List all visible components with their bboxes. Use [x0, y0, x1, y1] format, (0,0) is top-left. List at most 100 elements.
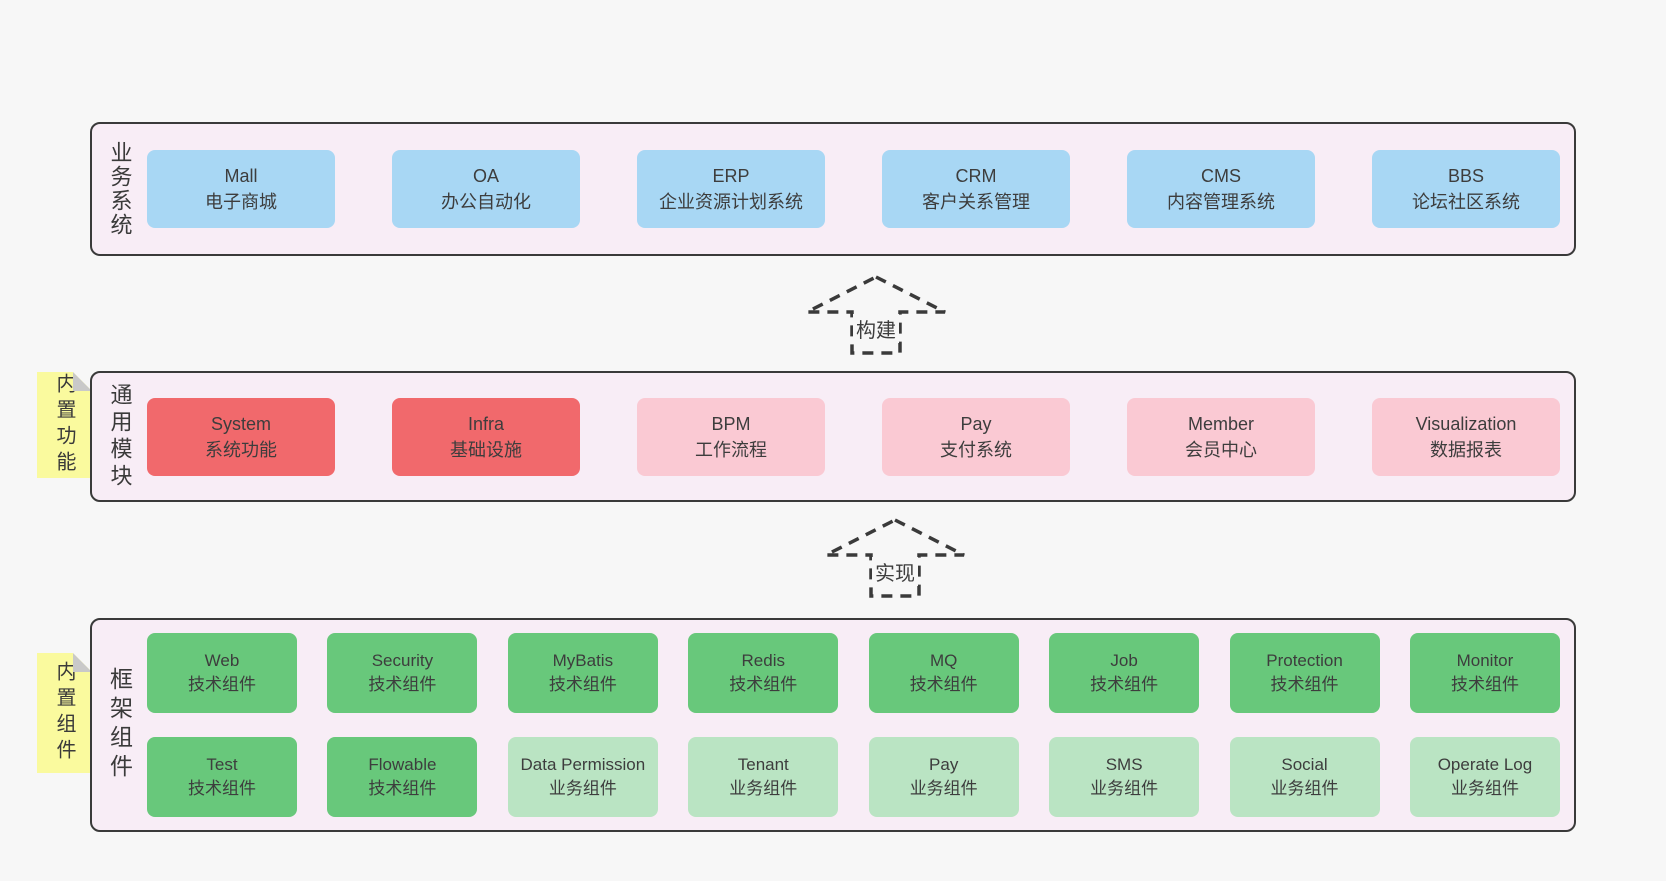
framework-components-row-2: Test 技术组件 Flowable 技术组件 Data Permission …	[147, 737, 1560, 817]
box-bbs: BBS 论坛社区系统	[1372, 150, 1560, 228]
box-monitor: Monitor 技术组件	[1409, 633, 1560, 713]
up-arrow-icon	[806, 275, 946, 355]
box-title: Pay	[929, 755, 959, 774]
box-subtitle: 技术组件	[188, 675, 256, 694]
box-title: Mall	[224, 166, 258, 186]
layer-label: 框架组件	[106, 667, 133, 783]
box-subtitle: 企业资源计划系统	[659, 192, 803, 212]
box-subtitle: 技术组件	[729, 675, 798, 694]
box-member: Member 会员中心	[1127, 397, 1315, 476]
box-subtitle: 业务组件	[729, 779, 798, 798]
box-subtitle: 基础设施	[450, 439, 522, 460]
box-redis: Redis 技术组件	[688, 633, 839, 713]
box-visualization: Visualization 数据报表	[1372, 397, 1560, 476]
box-title: Security	[371, 651, 434, 670]
box-cms: CMS 内容管理系统	[1127, 150, 1315, 228]
build-arrow-label: 构建	[853, 314, 899, 343]
box-subtitle: 技术组件	[188, 779, 256, 798]
box-title: SMS	[1105, 755, 1143, 774]
box-tenant: Tenant 业务组件	[688, 737, 839, 817]
sticky-note-text: 内置组件	[53, 661, 75, 765]
box-operate-log: Operate Log 业务组件	[1409, 737, 1560, 817]
up-arrow-icon	[825, 518, 965, 598]
framework-components-row-1: Web 技术组件 Security 技术组件 MyBatis 技术组件 Redi…	[147, 633, 1560, 713]
box-subtitle: 论坛社区系统	[1412, 192, 1520, 212]
box-protection: Protection 技术组件	[1229, 633, 1380, 713]
box-title: Tenant	[737, 755, 789, 774]
box-subtitle: 内容管理系统	[1167, 192, 1275, 212]
box-social: Social 业务组件	[1229, 737, 1380, 817]
box-subtitle: 系统功能	[205, 439, 277, 460]
box-subtitle: 业务组件	[1270, 779, 1339, 798]
box-title: BBS	[1447, 166, 1485, 186]
box-title: Infra	[467, 413, 505, 434]
box-bpm: BPM 工作流程	[637, 397, 825, 476]
box-job: Job 技术组件	[1049, 633, 1200, 713]
box-mall: Mall 电子商城	[147, 150, 335, 228]
box-pay-component: Pay 业务组件	[868, 737, 1019, 817]
box-system: System 系统功能	[147, 397, 335, 476]
box-pay-system: Pay 支付系统	[882, 397, 1070, 476]
box-subtitle: 业务组件	[1450, 779, 1519, 798]
layer-business-systems: 业务系统 Mall 电子商城 OA 办公自动化 ERP 企业资源计划系统 CRM…	[90, 122, 1576, 256]
business-systems-row: Mall 电子商城 OA 办公自动化 ERP 企业资源计划系统 CRM 客户关系…	[147, 150, 1560, 228]
build-arrow: 构建	[804, 274, 948, 356]
box-web: Web 技术组件	[147, 633, 297, 713]
box-subtitle: 技术组件	[1270, 675, 1339, 694]
box-subtitle: 支付系统	[940, 439, 1012, 460]
sticky-note-builtin-components: 内置组件	[37, 653, 92, 773]
box-sms: SMS 业务组件	[1049, 737, 1200, 817]
box-title: ERP	[712, 166, 750, 186]
box-title: BPM	[711, 413, 751, 434]
box-subtitle: 会员中心	[1185, 439, 1257, 460]
implement-arrow-label: 实现	[872, 557, 918, 586]
box-title: CMS	[1201, 166, 1241, 186]
box-title: System	[210, 413, 271, 434]
box-title: Flowable	[368, 755, 437, 774]
box-title: Visualization	[1415, 413, 1517, 434]
box-mq: MQ 技术组件	[868, 633, 1019, 713]
box-title: Data Permission	[520, 755, 646, 774]
box-title: Test	[206, 755, 238, 774]
box-subtitle: 技术组件	[1450, 675, 1519, 694]
box-security: Security 技术组件	[327, 633, 478, 713]
box-subtitle: 技术组件	[368, 675, 437, 694]
box-data-permission: Data Permission 业务组件	[507, 737, 658, 817]
box-title: Member	[1187, 413, 1254, 434]
box-title: Redis	[741, 651, 785, 670]
box-title: Job	[1110, 651, 1138, 670]
box-subtitle: 数据报表	[1430, 439, 1502, 460]
box-flowable: Flowable 技术组件	[327, 737, 478, 817]
box-title: MyBatis	[552, 651, 614, 670]
layer-label: 通用模块	[107, 382, 133, 491]
box-subtitle: 客户关系管理	[922, 192, 1030, 212]
box-subtitle: 技术组件	[909, 675, 978, 694]
box-subtitle: 电子商城	[205, 192, 277, 212]
box-subtitle: 工作流程	[695, 439, 767, 460]
box-title: Monitor	[1456, 651, 1514, 670]
box-subtitle: 业务组件	[1090, 779, 1159, 798]
box-subtitle: 技术组件	[368, 779, 437, 798]
box-crm: CRM 客户关系管理	[882, 150, 1070, 228]
box-subtitle: 业务组件	[909, 779, 978, 798]
box-subtitle: 技术组件	[1090, 675, 1159, 694]
box-title: Protection	[1266, 651, 1343, 670]
box-title: Social	[1281, 755, 1328, 774]
box-title: CRM	[955, 166, 997, 186]
box-title: Operate Log	[1437, 755, 1533, 774]
box-infra: Infra 基础设施	[392, 397, 580, 476]
sticky-note-builtin-features: 内置功能	[37, 372, 92, 478]
box-title: MQ	[929, 651, 958, 670]
box-oa: OA 办公自动化	[392, 150, 580, 228]
box-erp: ERP 企业资源计划系统	[637, 150, 825, 228]
box-subtitle: 业务组件	[548, 779, 617, 798]
box-mybatis: MyBatis 技术组件	[507, 633, 658, 713]
box-title: OA	[472, 166, 499, 186]
sticky-note-text: 内置功能	[53, 373, 75, 477]
box-subtitle: 技术组件	[548, 675, 617, 694]
box-subtitle: 办公自动化	[441, 192, 531, 212]
box-title: Web	[204, 651, 240, 670]
layer-framework-components: 框架组件 Web 技术组件 Security 技术组件 MyBatis 技术组件…	[90, 618, 1576, 832]
box-test: Test 技术组件	[147, 737, 297, 817]
